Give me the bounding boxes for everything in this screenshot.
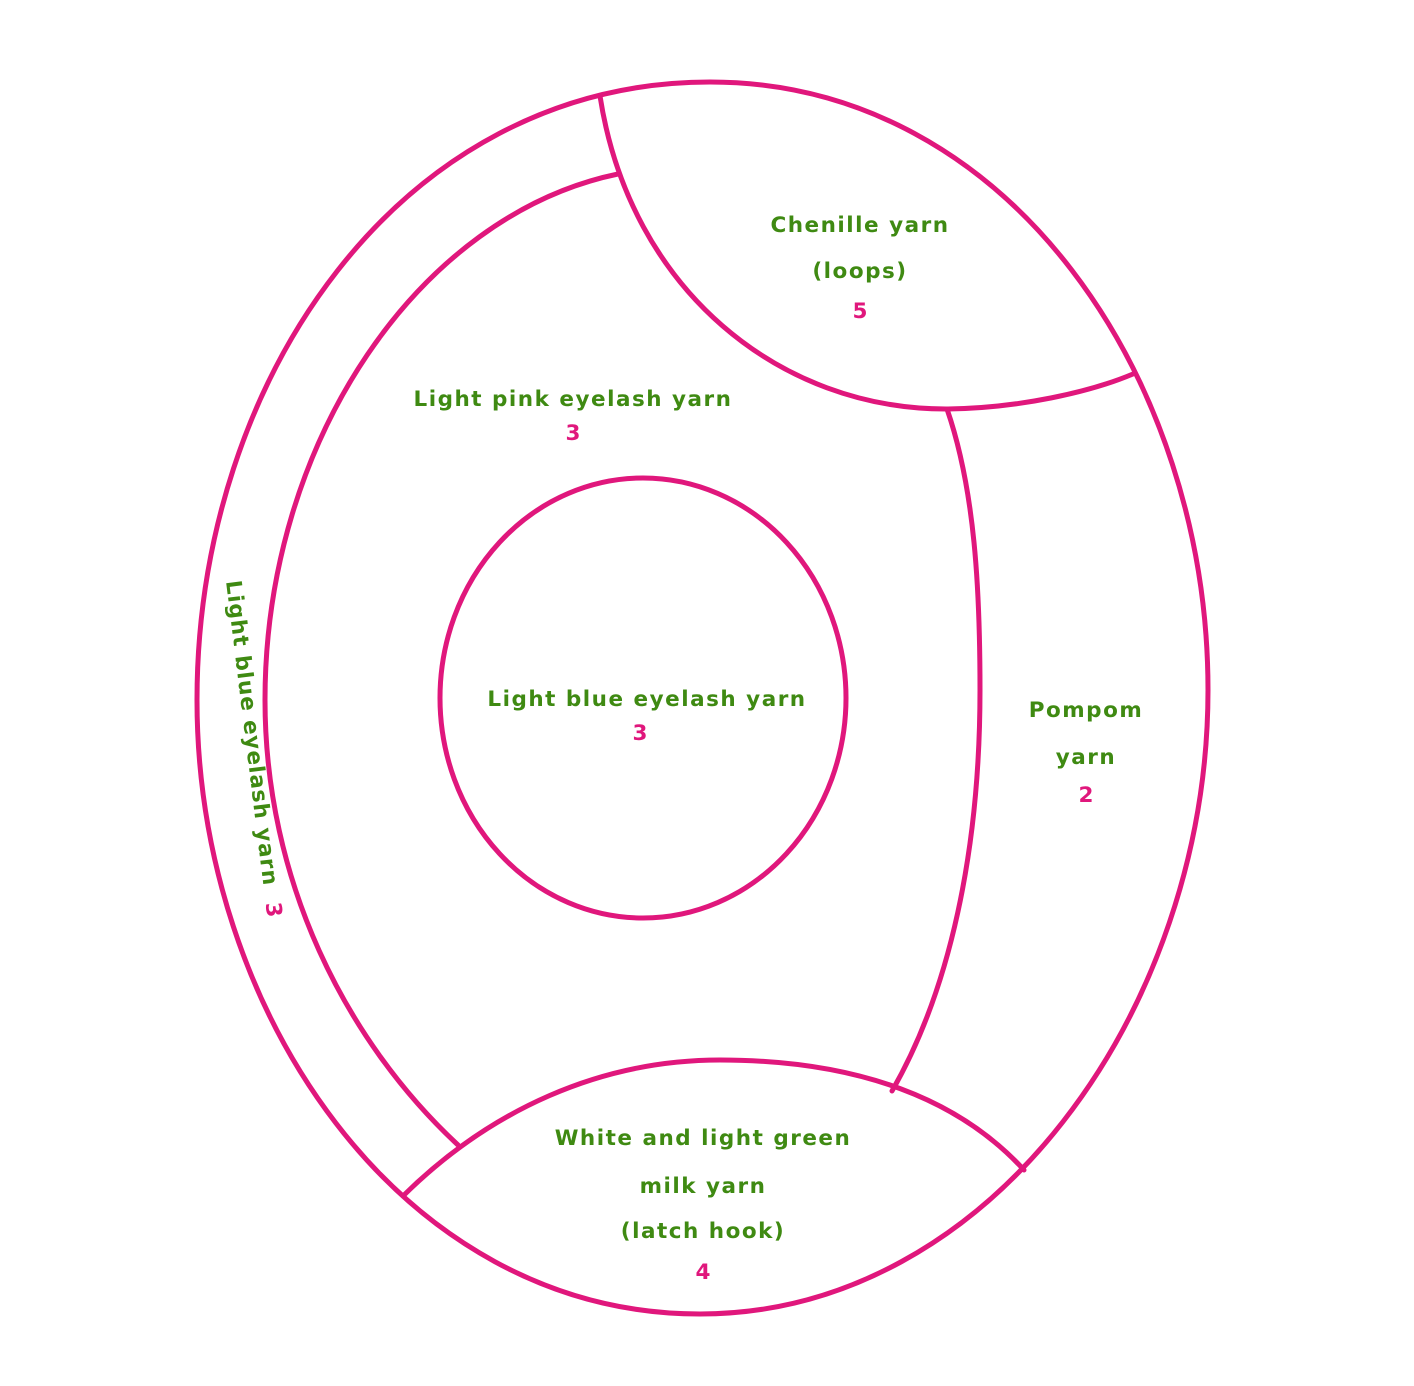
region-label: Light blue eyelash yarn [487,687,806,712]
region-label: yarn [1056,745,1116,770]
region-label: Chenille yarn [770,213,949,238]
region-outer-ring: Light blue eyelash yarn 3 [220,579,286,920]
region-chenille: Chenille yarn (loops) 5 [770,213,949,324]
region-center: Light blue eyelash yarn 3 [487,687,806,746]
region-label: milk yarn [640,1174,767,1199]
outer-ring-text: Light blue eyelash yarn [220,579,282,888]
region-pompom: Pompom yarn 2 [1029,698,1144,808]
region-label: Light pink eyelash yarn [414,387,733,412]
region-label: White and light green [555,1126,852,1151]
region-label: (latch hook) [621,1219,786,1244]
region-label: Light blue eyelash yarn 3 [220,579,286,920]
outer-oval [194,79,1211,1317]
inner-ring-boundary [262,171,621,1148]
region-number: 3 [633,721,648,746]
center-circle [437,475,849,921]
region-number: 2 [1079,783,1094,808]
region-milk: White and light green milk yarn (latch h… [555,1126,852,1285]
region-label: Pompom [1029,698,1144,723]
region-number: 4 [696,1260,711,1285]
region-light-pink: Light pink eyelash yarn 3 [414,387,733,446]
region-outlines [194,79,1211,1317]
pompom-section-boundary [889,406,983,1094]
milk-section-boundary [400,1057,1027,1199]
region-label: (loops) [812,259,907,284]
chenille-section-boundary [597,93,1136,412]
region-number: 5 [853,299,868,324]
region-number: 3 [566,421,581,446]
outer-ring-number: 3 [260,901,287,920]
